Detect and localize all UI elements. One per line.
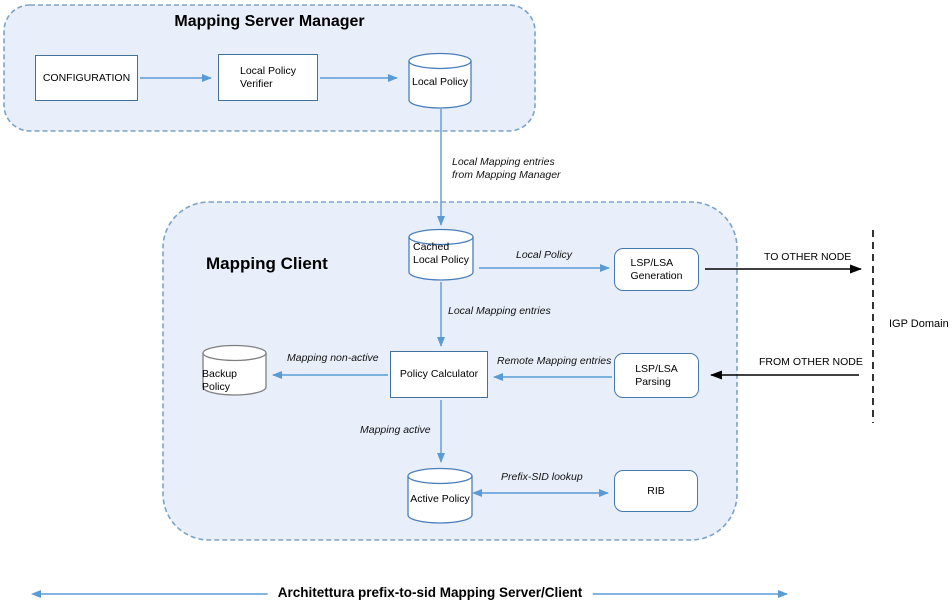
active-policy-db: Active Policy [407, 467, 473, 524]
configuration-node-label: CONFIGURATION [42, 71, 131, 84]
mapping-server-manager-title: Mapping Server Manager [174, 13, 365, 30]
label-igp-domain: IGP Domain [889, 318, 949, 330]
label-mapping-active: Mapping active [360, 424, 431, 436]
diagram-caption: Architettura prefix-to-sid Mapping Serve… [267, 585, 593, 600]
database-cylinder-icon [407, 467, 473, 524]
database-cylinder-icon [408, 228, 474, 281]
database-cylinder-icon [408, 52, 472, 109]
active-policy-db-label: Active Policy [410, 493, 470, 505]
database-cylinder-icon [202, 344, 267, 396]
label-mapping-non-active: Mapping non-active [287, 352, 379, 364]
backup-policy-db-label: Backup Policy [202, 368, 238, 393]
label-local-policy: Local Policy [516, 249, 573, 261]
local-policy-db: Local Policy [408, 52, 472, 109]
policy-calculator-node: Policy Calculator [390, 351, 488, 398]
policy-calculator-label: Policy Calculator [399, 368, 479, 380]
rib-node: RIB [614, 470, 698, 512]
rib-label: RIB [647, 484, 665, 497]
label-from-other-node: FROM OTHER NODE [759, 356, 863, 368]
label-local-mapping-entries: Local Mapping entries [448, 305, 551, 317]
backup-policy-db: Backup Policy [202, 344, 267, 396]
label-prefix-sid-lookup: Prefix-SID lookup [501, 471, 583, 483]
label-to-other-node: TO OTHER NODE [764, 251, 852, 263]
label-remote-mapping-entries: Remote Mapping entries [497, 355, 612, 367]
local-policy-db-label: Local Policy [411, 76, 469, 88]
configuration-node: CONFIGURATION [35, 55, 138, 101]
mapping-client-title: Mapping Client [206, 254, 328, 273]
